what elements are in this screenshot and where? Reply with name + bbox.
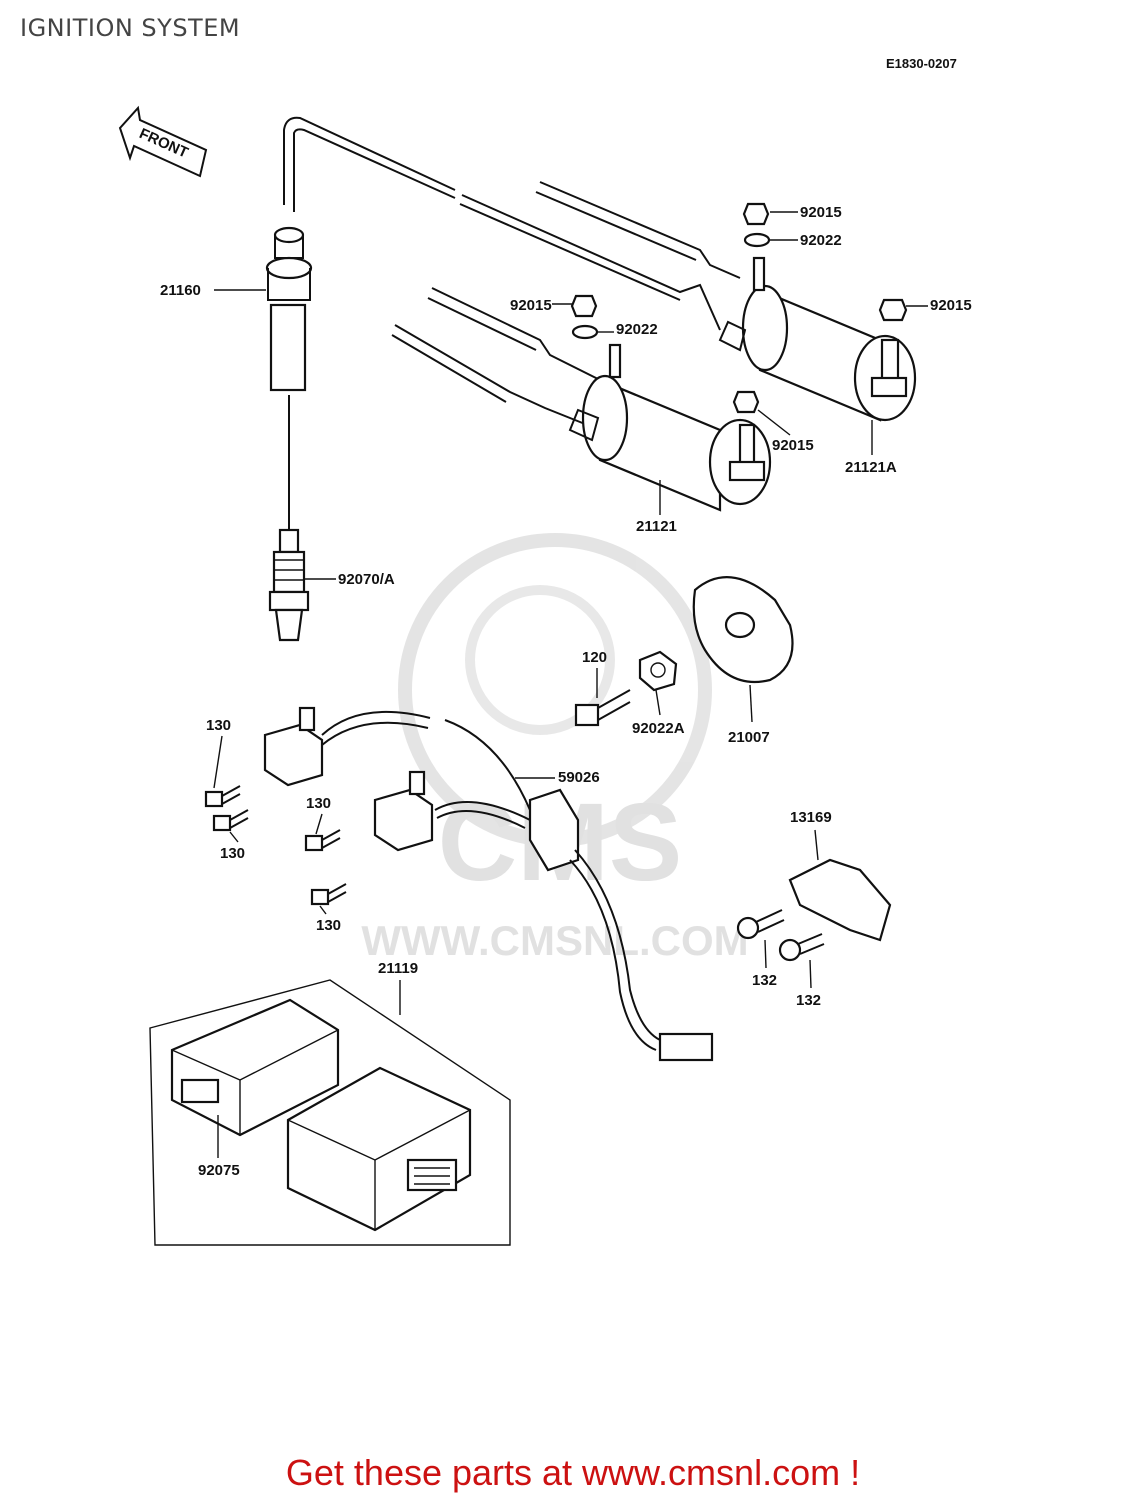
label-132-b: 132 (796, 992, 821, 1009)
pickup-coil-lower (373, 770, 434, 852)
timing-rotor-21007 (692, 576, 794, 684)
bolt-132-a (736, 909, 785, 940)
washer-92022-b (571, 324, 599, 340)
ignition-coil-21121 (568, 343, 772, 512)
footer-link-text[interactable]: Get these parts at www.cmsnl.com ! (285, 1452, 861, 1493)
label-21160: 21160 (160, 282, 201, 299)
page-title: IGNITION SYSTEM (20, 14, 241, 42)
bracket-13169 (788, 858, 892, 942)
label-21119: 21119 (378, 960, 418, 977)
label-21007: 21007 (728, 729, 770, 746)
nut-92015-d (732, 390, 760, 414)
label-92015-c: 92015 (510, 297, 552, 314)
diagram-code: E1830-0207 (886, 56, 957, 71)
plug-cap-21160 (265, 116, 721, 530)
label-92022-b: 92022 (616, 321, 658, 338)
label-92015-d: 92015 (772, 437, 814, 454)
label-130-a: 130 (206, 717, 231, 734)
front-arrow-icon: FRONT (118, 105, 208, 178)
nut-92015-c (570, 294, 598, 318)
label-13169: 13169 (790, 809, 832, 826)
label-59026: 59026 (558, 769, 600, 786)
washer-92022-a (743, 232, 771, 248)
label-92022A: 92022A (632, 720, 685, 737)
ignition-coil-21121A (718, 256, 917, 422)
label-92022-a: 92022 (800, 232, 842, 249)
wiring-harness-59026 (321, 710, 714, 1062)
nut-92015-a (742, 202, 770, 226)
igniter-cover-92075 (170, 998, 340, 1137)
pickup-coil-upper (263, 706, 324, 787)
screw-130-c (304, 829, 341, 852)
ic-igniter-unit (286, 1066, 472, 1232)
label-92075: 92075 (198, 1162, 240, 1179)
watermark-logo: CMS WWW.CMSNL.COM (361, 533, 749, 964)
label-132-a: 132 (752, 972, 777, 989)
label-92070A: 92070/A (338, 571, 395, 588)
screw-130-d (310, 883, 347, 906)
label-130-c: 130 (306, 795, 331, 812)
label-21121: 21121 (636, 518, 677, 535)
bolt-132-b (778, 933, 825, 962)
screw-130-a (204, 785, 241, 808)
label-92015-a: 92015 (800, 204, 842, 221)
label-120: 120 (582, 649, 607, 666)
label-130-d: 130 (316, 917, 341, 934)
label-92015-b: 92015 (930, 297, 972, 314)
spark-plug-92070A (268, 528, 310, 642)
label-130-b: 130 (220, 845, 245, 862)
coil-leads (391, 181, 741, 431)
label-21121A: 21121A (845, 459, 897, 476)
nut-92022A (638, 650, 678, 692)
screw-130-b (212, 809, 249, 832)
ic-igniter-kit-21119 (149, 979, 511, 1246)
nut-92015-b (878, 298, 908, 322)
watermark-url-text: WWW.CMSNL.COM (361, 917, 748, 964)
bolt-120 (574, 689, 631, 727)
